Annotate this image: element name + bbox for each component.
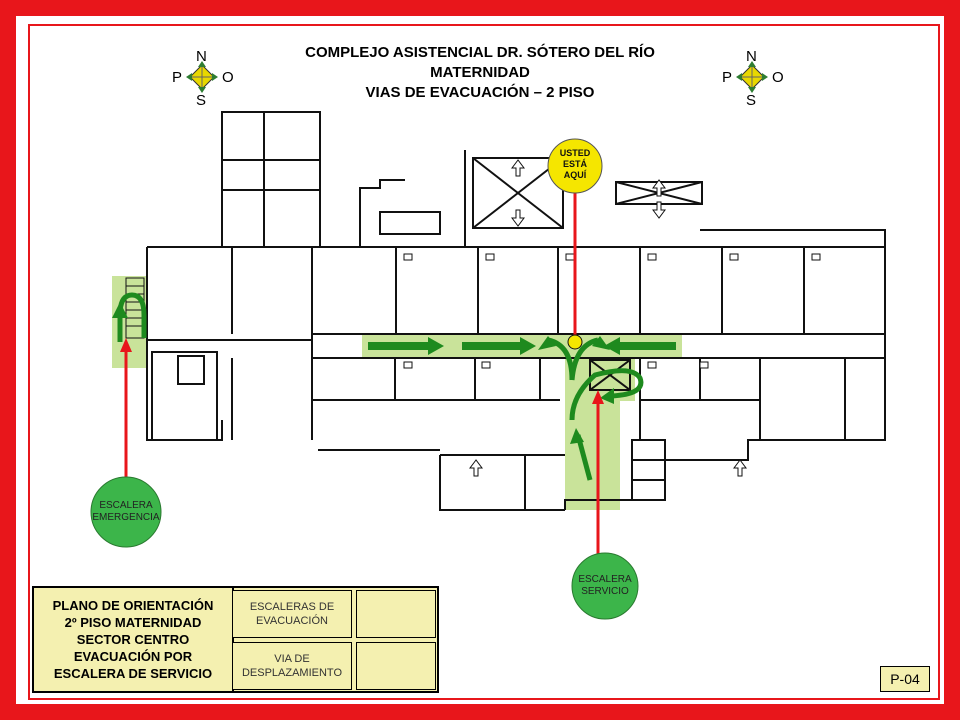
compass-rose-icon: [736, 61, 768, 93]
emergency-stair-label: ESCALERA EMERGENCIA: [92, 500, 160, 523]
you-are-here-marker: [547, 138, 603, 194]
compass-west-label: P: [172, 69, 183, 86]
compass-south-label: S: [196, 92, 207, 109]
evacuation-route-arrows: [112, 292, 676, 355]
compass-north-label: N: [196, 48, 207, 65]
compass-north-label: N: [746, 48, 757, 65]
legend-route-symbol-cell: [356, 642, 436, 690]
room-window-icons: [403, 253, 821, 369]
you-are-here-label: USTED ESTÁ AQUÍ: [559, 148, 591, 180]
title-line-1: COMPLEJO ASISTENCIAL DR. SÓTERO DEL RÍO: [305, 44, 655, 61]
building-walls: [146, 111, 886, 511]
compass-east-label: O: [772, 69, 784, 86]
service-stair-marker: [571, 552, 639, 620]
emergency-stair-marker: [90, 476, 162, 548]
compass-east-label: O: [222, 69, 234, 86]
legend-stairs-symbol-cell: [356, 590, 436, 638]
route-arrowheads: [538, 336, 614, 444]
compass-rose-icon: [186, 61, 218, 93]
direction-marker-icons: [469, 159, 747, 477]
marker-leader-lines: [124, 192, 600, 556]
compass-south-label: S: [746, 92, 757, 109]
marker-arrowheads: [120, 338, 604, 404]
title-line-2: MATERNIDAD: [430, 64, 530, 81]
legend-description: PLANO DE ORIENTACIÓN 2º PISO MATERNIDAD …: [34, 588, 234, 691]
service-stair-label: ESCALERA SERVICIO: [578, 574, 632, 597]
map-title: COMPLEJO ASISTENCIAL DR. SÓTERO DEL RÍO …: [250, 43, 710, 103]
page-code: P-04: [880, 666, 930, 692]
title-line-3: VIAS DE EVACUACIÓN – 2 PISO: [365, 84, 595, 101]
compass-west-label: P: [722, 69, 733, 86]
you-are-here-point: [567, 334, 583, 350]
